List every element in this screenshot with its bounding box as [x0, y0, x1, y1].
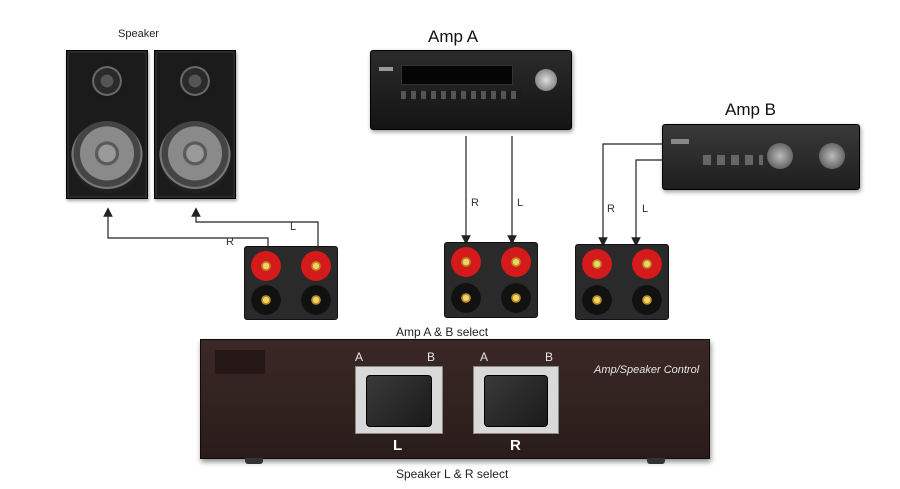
speaker-l-wire — [191, 207, 319, 247]
volume-knob-icon — [819, 143, 845, 169]
amp-a-terminal-block — [444, 242, 538, 318]
red-terminal-icon — [501, 247, 531, 277]
amp-b-buttons — [703, 155, 763, 165]
box-foot — [647, 458, 665, 464]
red-terminal-icon — [251, 251, 281, 281]
power-icon — [379, 67, 393, 71]
tweeter-icon — [87, 61, 127, 101]
speaker-right — [154, 50, 236, 199]
speaker-l-label: L — [290, 221, 297, 233]
amp-a-buttons — [401, 91, 521, 99]
black-terminal-icon — [501, 283, 531, 313]
left-switch-side-label: L — [393, 437, 403, 454]
speaker-terminal-block — [244, 246, 338, 320]
right-switch-b-label: B — [545, 350, 554, 364]
tweeter-icon — [175, 61, 215, 101]
volume-knob-icon — [535, 69, 557, 91]
amp-b-terminal-block — [575, 244, 669, 320]
red-terminal-icon — [451, 247, 481, 277]
left-switch[interactable] — [355, 366, 443, 434]
amp-a-display — [401, 65, 513, 85]
speaker-select-label: Speaker L & R select — [396, 467, 509, 481]
speaker-left — [66, 50, 148, 199]
amp-select-label: Amp A & B select — [396, 325, 489, 339]
amp-a-l-label: L — [517, 197, 524, 209]
amp-a-label: Amp A — [428, 27, 479, 46]
woofer-icon — [159, 121, 231, 193]
rocker-icon[interactable] — [484, 375, 548, 427]
amp-b-r-wire — [598, 143, 662, 247]
left-switch-a-label: A — [355, 350, 364, 364]
amp-a-r-label: R — [471, 197, 479, 209]
power-icon — [671, 139, 689, 144]
black-terminal-icon — [632, 285, 662, 315]
amp-b — [662, 124, 860, 190]
amp-b-l-wire — [631, 159, 662, 247]
black-terminal-icon — [451, 283, 481, 313]
amp-b-r-label: R — [607, 203, 615, 215]
red-terminal-icon — [582, 249, 612, 279]
amp-a — [370, 50, 572, 130]
woofer-icon — [71, 121, 143, 193]
red-terminal-icon — [301, 251, 331, 281]
rocker-icon[interactable] — [366, 375, 432, 427]
speaker-r-wire — [103, 207, 269, 247]
selector-knob-icon — [767, 143, 793, 169]
black-terminal-icon — [582, 285, 612, 315]
right-switch-side-label: R — [510, 437, 521, 454]
speaker-r-label: R — [226, 236, 234, 248]
box-title: Amp/Speaker Control — [594, 364, 700, 376]
switch-box: Amp/Speaker Control A B L A B R — [200, 339, 710, 464]
black-terminal-icon — [301, 285, 331, 315]
speaker-label: Speaker — [118, 28, 159, 40]
left-switch-b-label: B — [427, 350, 436, 364]
amp-b-label: Amp B — [725, 100, 777, 119]
right-switch-a-label: A — [480, 350, 489, 364]
right-switch[interactable] — [473, 366, 559, 434]
box-foot — [245, 458, 263, 464]
box-recess — [215, 350, 265, 374]
red-terminal-icon — [632, 249, 662, 279]
black-terminal-icon — [251, 285, 281, 315]
amp-b-l-label: L — [642, 203, 649, 215]
